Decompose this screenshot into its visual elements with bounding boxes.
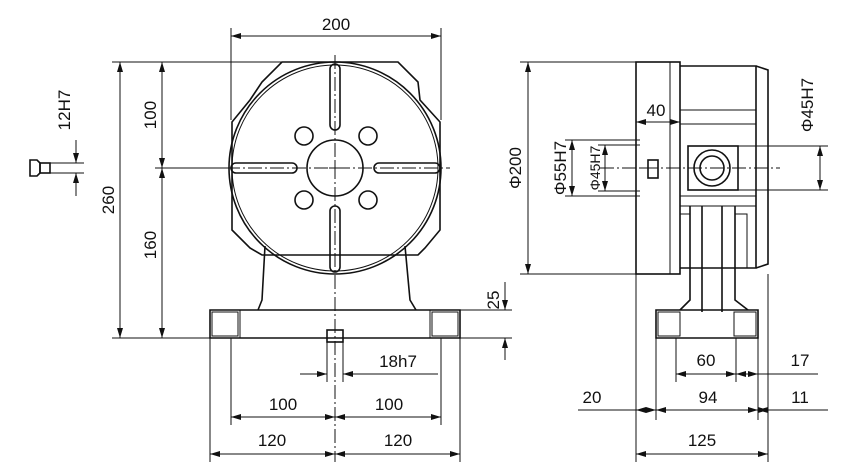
side-view xyxy=(600,61,780,339)
dim-table-diameter: Φ200 xyxy=(506,147,525,189)
dim-total-height: 260 xyxy=(99,186,118,214)
dim-bore-45-right: Φ45H7 xyxy=(798,78,817,132)
dim-key-width: 12H7 xyxy=(55,90,74,131)
dim-offset-17: 17 xyxy=(791,351,810,370)
dim-base-right: 120 xyxy=(384,431,412,450)
dim-top-width: 200 xyxy=(322,15,350,34)
dim-lower-height: 160 xyxy=(141,231,160,259)
dim-span-94: 94 xyxy=(699,388,718,407)
dim-bolt-right: 100 xyxy=(375,395,403,414)
key-detail: 12H7 xyxy=(29,90,84,196)
dim-base-thickness: 25 xyxy=(484,291,503,310)
front-housing-outline xyxy=(231,61,441,256)
dim-offset-11: 11 xyxy=(791,388,809,407)
dim-base-left: 120 xyxy=(258,431,286,450)
dim-flange-depth: 40 xyxy=(647,101,666,120)
side-base xyxy=(655,309,759,339)
dim-bolt-left: 100 xyxy=(269,395,297,414)
front-dimensions: 200 260 100 160 12H7 25 xyxy=(29,15,512,462)
dim-overall-125: 125 xyxy=(688,431,716,450)
bolt-holes xyxy=(294,126,378,210)
side-pedestal xyxy=(679,206,749,312)
side-dimensions: Φ200 40 Φ55H7 Φ45H7 Φ45H7 60 17 xyxy=(506,61,828,462)
dim-bore-55: Φ55H7 xyxy=(551,141,570,195)
dim-foot-60: 60 xyxy=(697,351,716,370)
dim-bore-45-small: Φ45H7 xyxy=(587,145,603,190)
front-pedestal xyxy=(257,245,417,311)
dim-upper-height: 100 xyxy=(141,101,160,129)
front-view xyxy=(160,55,461,462)
side-housing xyxy=(680,65,769,269)
dim-offset-20: 20 xyxy=(583,388,602,407)
dim-slot-width: 18h7 xyxy=(379,352,417,371)
